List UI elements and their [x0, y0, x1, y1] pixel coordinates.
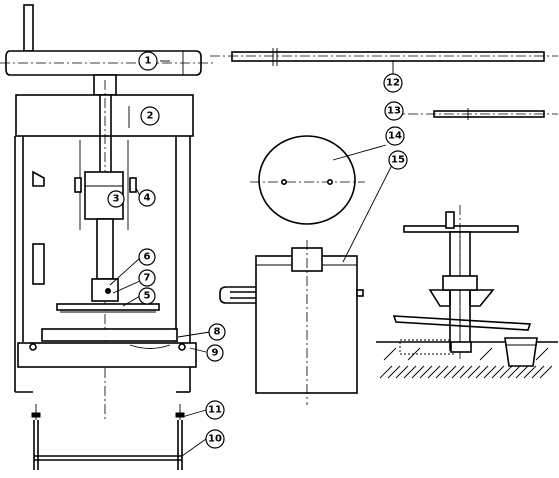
callout-6: 6 [138, 248, 156, 266]
callout-2-label: 2 [147, 111, 154, 122]
callout-4-label: 4 [144, 193, 151, 204]
callout-2: 2 [140, 106, 160, 126]
callout-9-label: 9 [212, 348, 219, 359]
vertical-handle [23, 4, 34, 52]
callout-4: 4 [138, 189, 156, 207]
callout-11-label: 11 [208, 405, 222, 416]
base-platform [41, 328, 178, 342]
callout-10-label: 10 [208, 434, 222, 445]
callout-5: 5 [138, 287, 156, 305]
callout-6-label: 6 [144, 252, 151, 263]
callout-13-label: 13 [387, 106, 401, 117]
callout-9: 9 [206, 344, 224, 362]
container [219, 240, 364, 405]
long-rod [231, 51, 545, 62]
callout-11: 11 [205, 400, 225, 420]
callout-8: 8 [208, 323, 226, 341]
callout-10: 10 [205, 429, 225, 449]
callout-15: 15 [388, 150, 408, 170]
callout-3: 3 [107, 190, 125, 208]
callout-15-label: 15 [391, 155, 405, 166]
callout-8-label: 8 [214, 327, 221, 338]
callout-5-label: 5 [144, 291, 151, 302]
installed-crossbar [403, 225, 519, 233]
callout-7-label: 7 [144, 273, 151, 284]
platen [56, 303, 160, 311]
callout-14-label: 14 [388, 131, 402, 142]
rods [210, 48, 558, 120]
installed-section [376, 205, 558, 379]
base-tray [17, 342, 197, 368]
disc-plate [250, 135, 365, 225]
callout-1: 1 [138, 51, 158, 71]
callout-12-label: 12 [386, 78, 400, 89]
callout-14: 14 [385, 126, 405, 146]
lower-stand [31, 404, 185, 470]
callout-13: 13 [384, 101, 404, 121]
callout-3-label: 3 [113, 194, 120, 205]
press-assembly [0, 4, 215, 420]
bucket [504, 337, 538, 367]
container-body [255, 255, 358, 394]
upper-frame-beam [15, 94, 194, 137]
callout-7: 7 [138, 269, 156, 287]
callout-1-label: 1 [145, 56, 152, 67]
callout-12: 12 [383, 73, 403, 93]
side-plate [32, 243, 45, 285]
